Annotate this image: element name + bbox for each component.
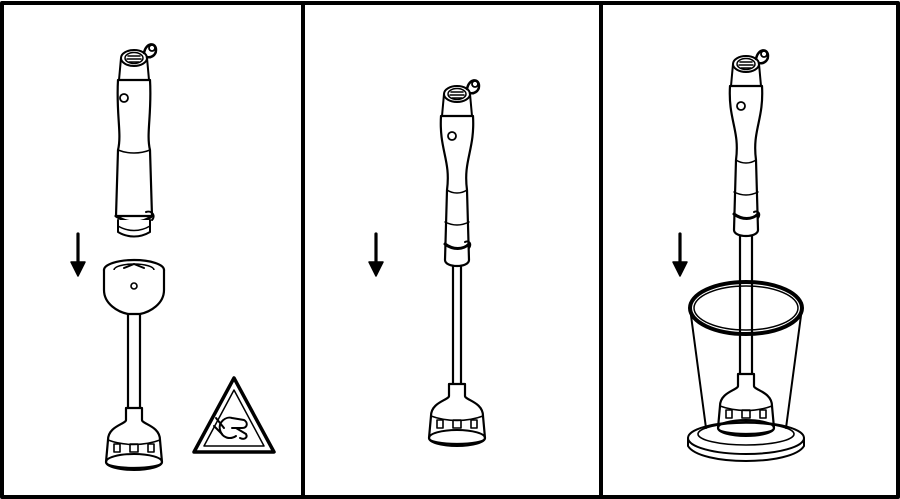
down-arrow-3 <box>671 232 689 278</box>
motor-unit <box>114 43 158 238</box>
assembled-blender-3 <box>716 49 776 438</box>
panel-step-3 <box>671 49 805 462</box>
assembled-blender-2 <box>427 79 487 448</box>
measuring-beaker <box>687 280 805 462</box>
blending-shaft <box>102 258 166 472</box>
hand-blade-warning-icon <box>192 376 276 454</box>
panel-step-2 <box>367 79 487 448</box>
panel-step-1 <box>69 43 276 472</box>
down-arrow-2 <box>367 232 385 278</box>
down-arrow-1 <box>69 232 87 278</box>
